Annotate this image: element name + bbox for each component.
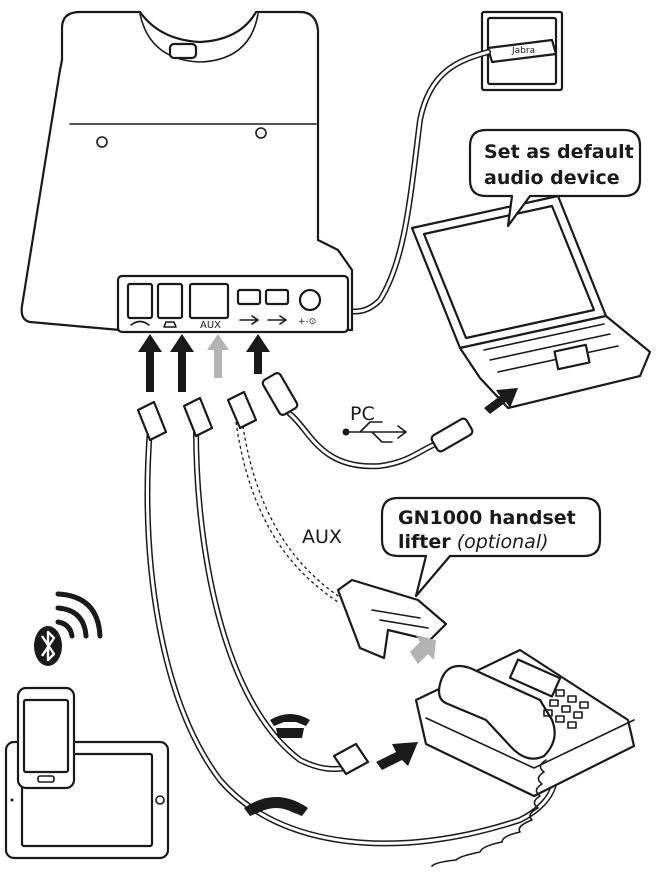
- handset-symbol-icon: [244, 797, 308, 816]
- arrow-to-laptop: [484, 388, 518, 414]
- callout-line-2: audio device: [484, 167, 620, 189]
- phone-cable: [193, 427, 349, 772]
- headset-base: AUX +-⊙: [20, 10, 354, 334]
- handset-cable: [144, 425, 558, 847]
- input-arrows: [138, 334, 270, 392]
- rj-plug-phone-end: [332, 742, 370, 776]
- pc-callout: Set as default audio device: [468, 128, 642, 228]
- arrow-to-phone: [376, 742, 418, 770]
- arrow-aux-port: [207, 334, 229, 378]
- rj-plug-phone: [182, 396, 214, 438]
- lifter-word: lifter: [398, 531, 451, 553]
- pc-label: PC: [350, 403, 375, 425]
- adapter-brand-label: Jabra: [511, 46, 535, 56]
- rj-plug-handset: [136, 400, 168, 442]
- power-icon: +-⊙: [298, 317, 316, 327]
- rj-plug-aux: [226, 390, 258, 430]
- usb-connector-pc: [430, 417, 474, 453]
- wireless-signal-icon: [55, 591, 103, 639]
- aux-port-label: AUX: [200, 320, 221, 331]
- laptop: [410, 194, 652, 410]
- svg-text:lifter (optional): lifter (optional): [398, 531, 549, 553]
- arrow-handset-port: [138, 334, 162, 392]
- desk-phone-icon: [163, 321, 177, 328]
- arrow-phone-port: [170, 334, 194, 392]
- usb-symbol-icon: [345, 421, 407, 443]
- arrow-usb-port: [246, 334, 270, 374]
- bluetooth-icon: [34, 626, 62, 666]
- smartphone: [16, 686, 76, 790]
- lifter-callout: GN1000 handset lifter (optional): [380, 496, 602, 598]
- desk-phone: [414, 648, 636, 798]
- handset-icon: [130, 320, 150, 326]
- phone-keypad: [543, 689, 589, 729]
- aux-cable-label: AUX: [302, 526, 342, 548]
- usb-icon: [267, 315, 287, 325]
- desk-phone-symbol-icon: [270, 714, 310, 738]
- coiled-cord: [431, 759, 547, 867]
- wall-power-adapter: Jabra: [480, 10, 564, 92]
- lifter-title: GN1000 handset: [398, 507, 576, 529]
- usb-icon: [239, 315, 259, 325]
- usb-connector-base: [261, 372, 299, 416]
- lifter-optional: (optional): [457, 531, 549, 553]
- arrow-lifter-to-phone: [410, 636, 436, 664]
- callout-line-1: Set as default: [484, 141, 634, 163]
